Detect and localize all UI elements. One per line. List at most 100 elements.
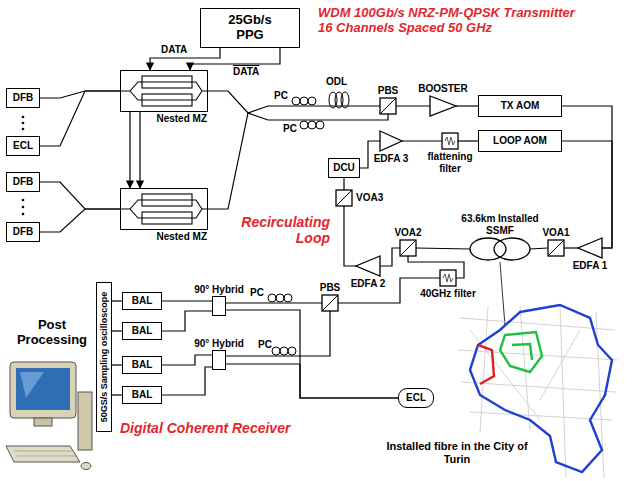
fibre-connector <box>344 206 356 266</box>
device-frame: Nested MZ <box>120 70 208 112</box>
shape-outline <box>380 131 402 151</box>
screen <box>16 368 70 410</box>
fibre-connector <box>112 330 122 331</box>
component-square <box>322 295 338 311</box>
pc-loop <box>272 347 280 355</box>
dot <box>22 199 25 202</box>
fibre-connector <box>162 367 212 395</box>
device-box: DFB <box>6 222 40 242</box>
node-label: PBS <box>320 282 341 294</box>
amplifier-triangle <box>578 238 602 258</box>
node-label: DFB <box>13 226 34 238</box>
screen-glare <box>20 372 44 398</box>
shape-outline <box>380 98 396 114</box>
amplifier-triangle: EDFA 3 <box>380 131 402 151</box>
fibre-connector <box>129 112 130 188</box>
device-frame: 90° Hybrid <box>212 350 226 370</box>
fibre-connector <box>208 91 380 113</box>
shape-outline <box>440 270 456 286</box>
amplifier-triangle: EDFA 1 <box>578 238 602 258</box>
fibre-route-green <box>500 332 542 372</box>
tower <box>78 392 92 450</box>
shape-outline <box>548 240 564 256</box>
pc-loop <box>300 97 308 105</box>
shape-outline <box>430 96 456 116</box>
text-label: Digital Coherent Receiver <box>120 420 290 436</box>
node-label: ECL <box>13 140 33 152</box>
device-box: BAL <box>122 386 162 404</box>
modulator-internals <box>120 76 208 224</box>
device-frame: Nested MZ <box>120 188 208 230</box>
pc-loop <box>276 294 284 302</box>
shape-outline <box>578 238 602 258</box>
mouse <box>81 463 91 470</box>
optical-component: flattening filter <box>442 133 458 149</box>
node-label: VOA2 <box>394 227 421 239</box>
filter-symbol <box>445 137 455 145</box>
fibre-connector <box>40 182 120 209</box>
signal-label: DATA <box>160 44 188 56</box>
shape-outline <box>470 238 530 260</box>
fibre-connector <box>139 112 140 188</box>
node-label: 90° Hybrid <box>194 284 244 296</box>
pc-loop <box>280 347 288 355</box>
leader-line <box>500 262 505 326</box>
fibre-connector <box>416 248 470 249</box>
device-box: DCU <box>328 158 360 178</box>
device-box: ECL <box>398 388 434 408</box>
node-label: BAL <box>132 359 153 371</box>
node-label: EDFA 2 <box>351 278 386 290</box>
fibre-connector <box>402 140 442 141</box>
filter-symbol <box>443 274 453 282</box>
spool-coil <box>494 238 530 260</box>
fibre-connector <box>343 178 344 190</box>
fibre-connector <box>380 248 400 266</box>
node-label: 63.6km Installed SSMF <box>460 213 540 236</box>
oscilloscope-box: 50GS/s Sampling oscilloscope <box>96 282 112 432</box>
diagonal-symbol <box>380 98 396 114</box>
amplifier-triangle <box>380 131 402 151</box>
component-square <box>548 240 564 256</box>
node-label: BAL <box>132 389 153 401</box>
component-square <box>380 98 396 114</box>
inner-mz <box>142 212 192 224</box>
pc-loop <box>284 294 292 302</box>
dot <box>22 213 25 216</box>
fibre-connector <box>456 105 478 106</box>
amplifier-triangle <box>356 256 380 276</box>
device-box: DFB <box>6 88 40 108</box>
node-label: EDFA 1 <box>573 260 608 272</box>
fibre-connector <box>564 247 578 248</box>
text-label: PC <box>258 339 272 351</box>
dot <box>22 116 25 119</box>
text-label: Post Processing <box>8 318 96 348</box>
diagonal-symbol <box>322 295 338 311</box>
node-label: BAL <box>132 325 153 337</box>
pc-loop <box>292 97 300 105</box>
text-label: PC <box>250 287 264 299</box>
inner-mz <box>142 94 192 106</box>
keyboard-keys <box>14 451 76 456</box>
text-label: ODL <box>326 76 347 88</box>
shape-outline <box>322 295 338 311</box>
amplifier-triangle: BOOSTER <box>430 96 456 116</box>
component-square <box>440 270 456 286</box>
node-label: 90° Hybrid <box>194 338 244 350</box>
device-box: TX AOM <box>478 95 562 117</box>
node-label: BOOSTER <box>418 83 467 95</box>
device-frame: 90° Hybrid <box>212 296 226 316</box>
amplifier-triangle <box>430 96 456 116</box>
shape-outline <box>400 240 416 256</box>
fibre-connector <box>112 364 122 365</box>
device-box: DFB <box>6 172 40 192</box>
pc-loop <box>268 294 276 302</box>
amplifier-triangle: EDFA 2 <box>356 256 380 276</box>
optical-component: VOA3 <box>336 190 352 206</box>
waveguide <box>120 200 208 218</box>
text-label: Recirculating Loop <box>212 214 330 246</box>
diagonal-symbol <box>400 240 416 256</box>
node-label: DCU <box>333 162 355 174</box>
node-label: LOOP AOM <box>493 135 547 147</box>
fibre-connector <box>226 364 398 398</box>
laser-dots <box>22 116 25 216</box>
